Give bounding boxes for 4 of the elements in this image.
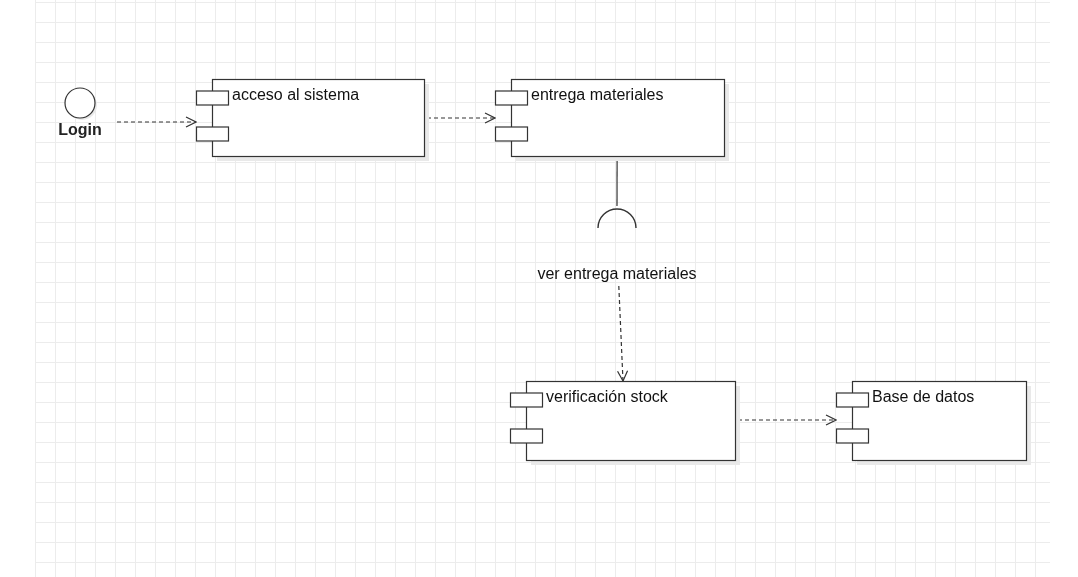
dependency-arrow	[616, 285, 629, 382]
actor-label: Login	[57, 120, 103, 140]
dependency-arrow	[116, 116, 197, 128]
interface-label: ver entrega materiales	[536, 264, 698, 284]
